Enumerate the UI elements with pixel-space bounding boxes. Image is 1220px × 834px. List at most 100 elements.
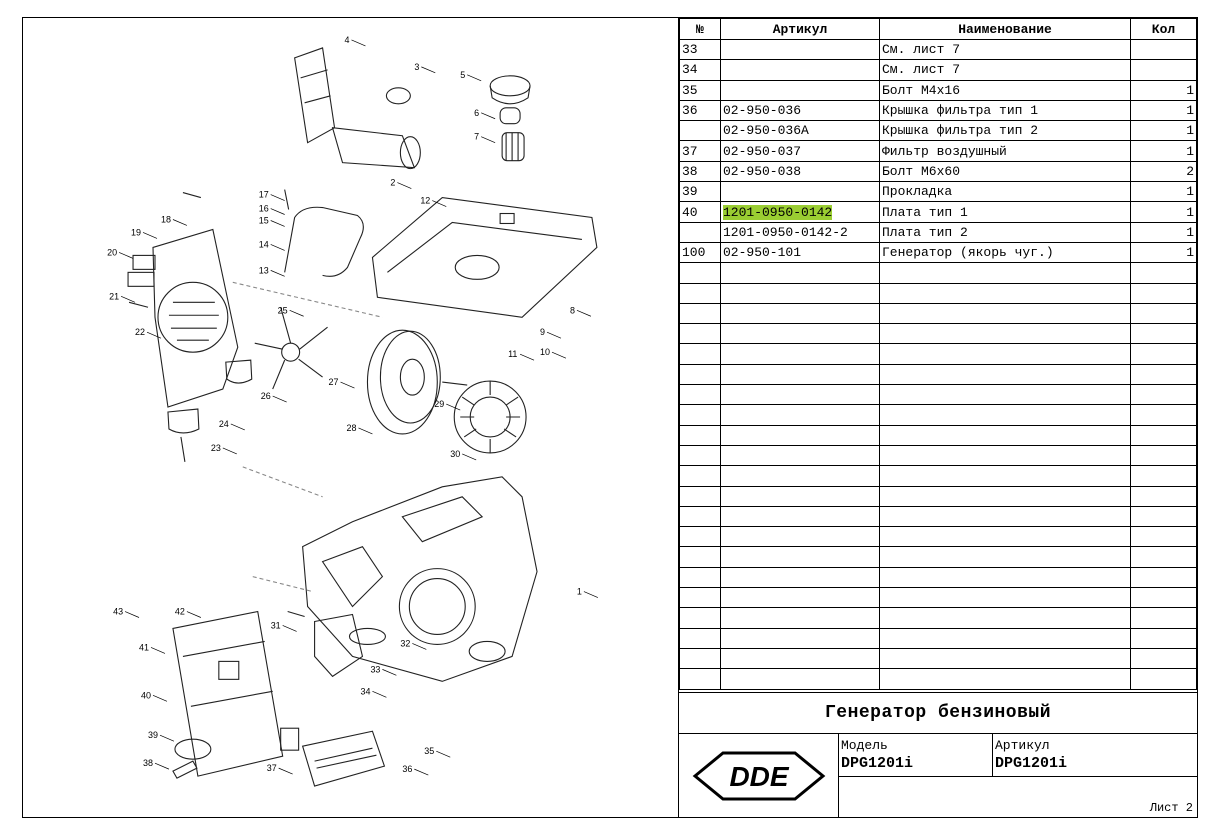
fan-hub [281,342,301,362]
empty-row [679,647,1197,670]
cell-no: 36 [679,99,721,122]
callout-label: 21 [109,291,119,301]
cell-qty: 1 [1130,79,1197,101]
callout-leader [432,200,447,207]
cell-name: Генератор (якорь чуг.) [879,241,1131,264]
empty-row [679,566,1197,589]
callout-leader [397,182,412,189]
cell-qty [1130,59,1197,81]
callout-leader [481,136,496,144]
cell-no: 38 [679,160,721,183]
callout-leader [270,220,285,227]
empty-row [679,526,1197,548]
callout-label: 27 [329,377,339,387]
callout-label: 24 [219,419,229,429]
empty-row [679,587,1197,609]
cell-no: 37 [679,140,721,162]
callout-label: 19 [131,227,141,237]
header-name: Наименование [879,18,1131,40]
cell-qty [1130,38,1197,61]
callout-label: 16 [259,204,269,214]
callout-leader [358,427,373,435]
engine-block [302,476,538,682]
callout-label: 37 [267,763,277,773]
callout-label: 20 [107,247,117,257]
empty-row [679,607,1197,629]
callout-label: 10 [540,347,550,357]
callout-leader [289,309,304,317]
fuel-cap [489,75,531,97]
callout-leader [351,39,366,47]
callout-label: 32 [400,638,410,648]
callout-leader [412,643,427,650]
callout-label: 5 [460,70,465,80]
callout-leader [382,669,397,676]
table-row: 34 См. лист 7 [679,59,1197,81]
title-block: Генератор бензиновый DDE Модель DPG1201i… [679,692,1197,817]
cell-no: 100 [679,241,721,264]
cell-qty: 1 [1130,241,1197,264]
empty-row [679,444,1197,467]
callout-label: 1 [577,587,582,597]
cell-name: См. лист 7 [879,59,1131,81]
callout-leader [282,625,297,632]
callout-label: 13 [259,265,269,275]
cell-name: Болт М6х60 [879,160,1131,183]
callout-label: 4 [345,35,350,45]
cell-no: 40 [679,201,721,223]
front-panel [172,610,284,777]
empty-row [679,546,1197,568]
filter-sleeve [499,107,521,125]
callout-leader [278,767,293,775]
empty-row [679,424,1197,446]
callout-label: 23 [211,443,221,453]
callout-leader [270,270,285,277]
callout-leader [583,591,599,598]
empty-row [679,302,1197,325]
callout-leader [230,423,245,431]
callout-leader [150,647,166,654]
cell-article [720,38,880,61]
callout-leader [414,768,429,776]
intake-pipe [294,47,336,144]
callout-leader [270,208,285,215]
cell-no: 34 [679,59,721,81]
gasket [174,738,212,760]
callout-label: 25 [278,305,288,315]
callout-label: 7 [474,132,479,142]
cell-article: 02-950-101 [720,241,880,264]
callout-leader [270,194,285,201]
header-article: Артикул [720,18,880,40]
callout-leader [481,112,496,120]
highlighted-article: 1201-0950-0142 [723,204,833,220]
empty-row [679,505,1197,528]
cell-article [720,79,880,101]
callout-leader [551,351,567,359]
cell-article: 1201-0950-0142-2 [720,221,880,243]
callout-leader [372,690,387,698]
rubber-foot [167,408,200,434]
callout-label: 9 [540,327,545,337]
model-label: Модель [841,738,888,753]
callout-label: 17 [259,190,269,200]
cell-name: Плата тип 1 [879,201,1131,223]
callout-label: 36 [402,764,412,774]
carry-handle [284,206,364,277]
header-qty: Кол [1130,18,1197,40]
cell-no [679,120,721,142]
callout-label: 6 [474,108,479,118]
cell-qty: 1 [1130,181,1197,203]
empty-row [679,343,1197,365]
callout-label: 14 [259,239,269,249]
cell-name: Плата тип 2 [879,221,1131,243]
air-filter-cover [301,730,386,787]
callout-label: 31 [271,620,281,630]
